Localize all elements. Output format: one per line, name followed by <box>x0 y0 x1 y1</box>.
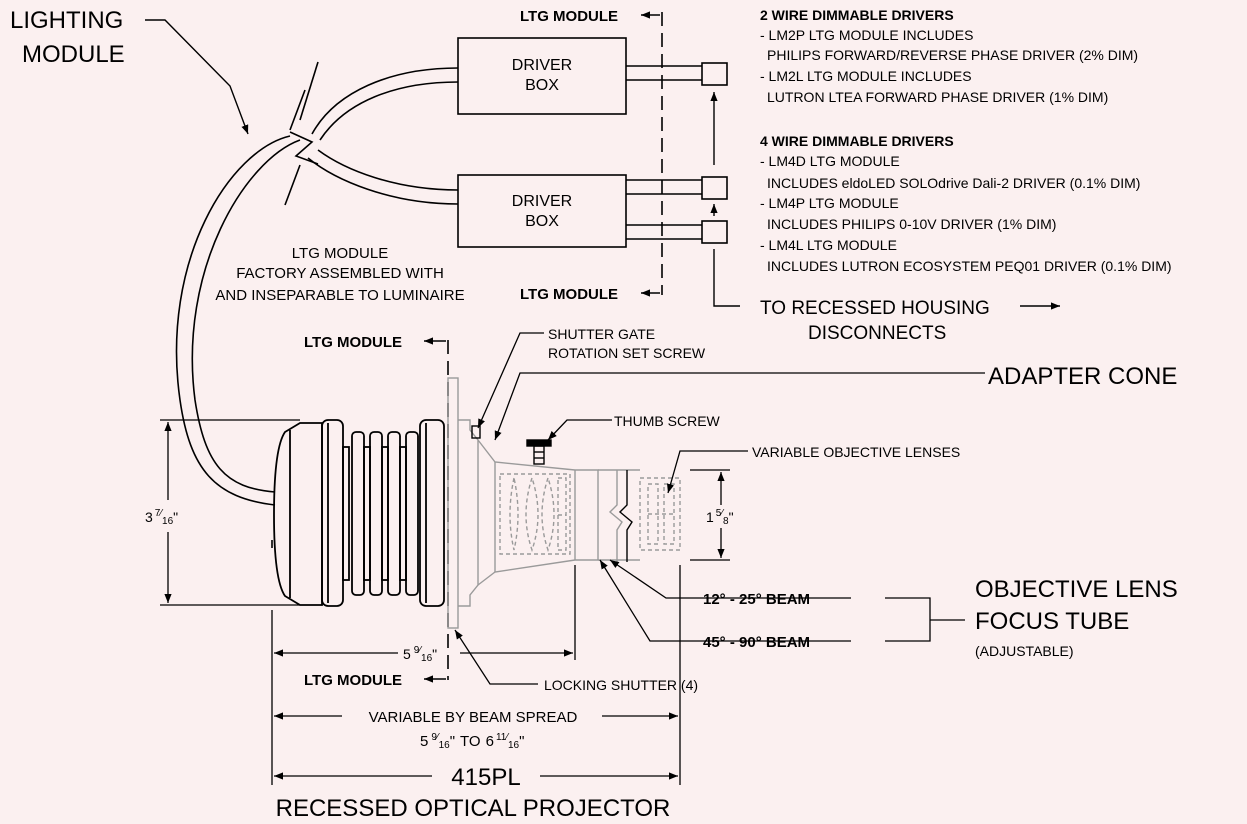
assembled-note-line1: LTG MODULE <box>292 245 388 262</box>
ltg-module-label-mid: LTG MODULE <box>520 286 618 303</box>
text-layer: LIGHTING MODULE LTG MODULE LTG MODULE LT… <box>10 7 1178 822</box>
four-wire-line: INCLUDES eldoLED SOLOdrive Dali-2 DRIVER… <box>767 175 1140 191</box>
lighting-module-leader <box>145 19 249 135</box>
focus-tube-line2: FOCUS TUBE <box>975 608 1129 635</box>
four-wire-line: - LM4L LTG MODULE <box>760 237 897 253</box>
ltg-module-label-side: LTG MODULE <box>304 334 402 351</box>
housing-arrows <box>710 92 1060 310</box>
lighting-module-graphic <box>175 37 728 548</box>
connector-bottom <box>701 220 728 244</box>
to-housing-line1: TO RECESSED HOUSING <box>760 298 990 319</box>
assembled-note-line3: AND INSEPARABLE TO LUMINAIRE <box>215 287 464 304</box>
lighting-module-cable <box>175 135 291 506</box>
to-housing-line2: DISCONNECTS <box>808 323 946 344</box>
adapter-cone-assembly <box>447 377 681 629</box>
driver-box-bottom-line2: BOX <box>525 213 559 230</box>
two-wire-line: LUTRON LTEA FORWARD PHASE DRIVER (1% DIM… <box>767 89 1108 105</box>
two-wire-line: - LM2L LTG MODULE INCLUDES <box>760 68 972 84</box>
locking-shutter-label: LOCKING SHUTTER (4) <box>544 677 698 693</box>
thumb-screw-graphic <box>526 439 552 465</box>
connector-mid <box>701 176 728 200</box>
dimension-lines <box>160 419 730 785</box>
lighting-module-label-line1: LIGHTING <box>10 7 123 34</box>
thumb-screw-label: THUMB SCREW <box>614 413 721 429</box>
lighting-module-label-line2: MODULE <box>22 41 125 68</box>
projector-body <box>273 419 445 607</box>
driver-box-bottom <box>457 174 627 248</box>
four-wire-line: INCLUDES PHILIPS 0-10V DRIVER (1% DIM) <box>767 216 1056 232</box>
ltg-module-label-bottom: LTG MODULE <box>304 672 402 689</box>
adapter-cone-label: ADAPTER CONE <box>988 363 1177 390</box>
model-label: 415PL <box>451 764 520 791</box>
two-wire-line: - LM2P LTG MODULE INCLUDES <box>760 27 973 43</box>
focus-tube-line1: OBJECTIVE LENS <box>975 576 1178 603</box>
two-wire-line: PHILIPS FORWARD/REVERSE PHASE DRIVER (2%… <box>767 47 1138 63</box>
four-wire-title: 4 WIRE DIMMABLE DRIVERS <box>760 133 954 149</box>
shutter-gate-line2: ROTATION SET SCREW <box>548 345 706 361</box>
driver-box-bottom-line1: DRIVER <box>512 193 572 210</box>
shutter-gate-line1: SHUTTER GATE <box>548 326 655 342</box>
four-wire-line: INCLUDES LUTRON ECOSYSTEM PEQ01 DRIVER (… <box>767 258 1172 274</box>
variable-by-beam-label: VARIABLE BY BEAM SPREAD <box>369 709 578 726</box>
four-wire-line: - LM4P LTG MODULE <box>760 195 899 211</box>
driver-box-top <box>457 37 627 115</box>
driver-box-top-line1: DRIVER <box>512 57 572 74</box>
two-wire-title: 2 WIRE DIMMABLE DRIVERS <box>760 7 954 23</box>
ltg-module-label-top: LTG MODULE <box>520 8 618 25</box>
beam-narrow-label: 12° - 25° BEAM <box>703 591 810 608</box>
focus-tube-line3: (ADJUSTABLE) <box>975 643 1074 659</box>
focus-tube-break <box>608 470 633 562</box>
product-name: RECESSED OPTICAL PROJECTOR <box>276 795 671 822</box>
assembled-note-line2: FACTORY ASSEMBLED WITH <box>236 265 444 282</box>
beam-wide-label: 45° - 90° BEAM <box>703 634 810 651</box>
driver-box-top-line2: BOX <box>525 77 559 94</box>
objective-lenses-label: VARIABLE OBJECTIVE LENSES <box>752 444 960 460</box>
callout-leaders <box>454 332 985 685</box>
four-wire-line: - LM4D LTG MODULE <box>760 153 900 169</box>
connector-top <box>701 62 728 86</box>
ltg-module-callout-lines <box>424 11 660 683</box>
